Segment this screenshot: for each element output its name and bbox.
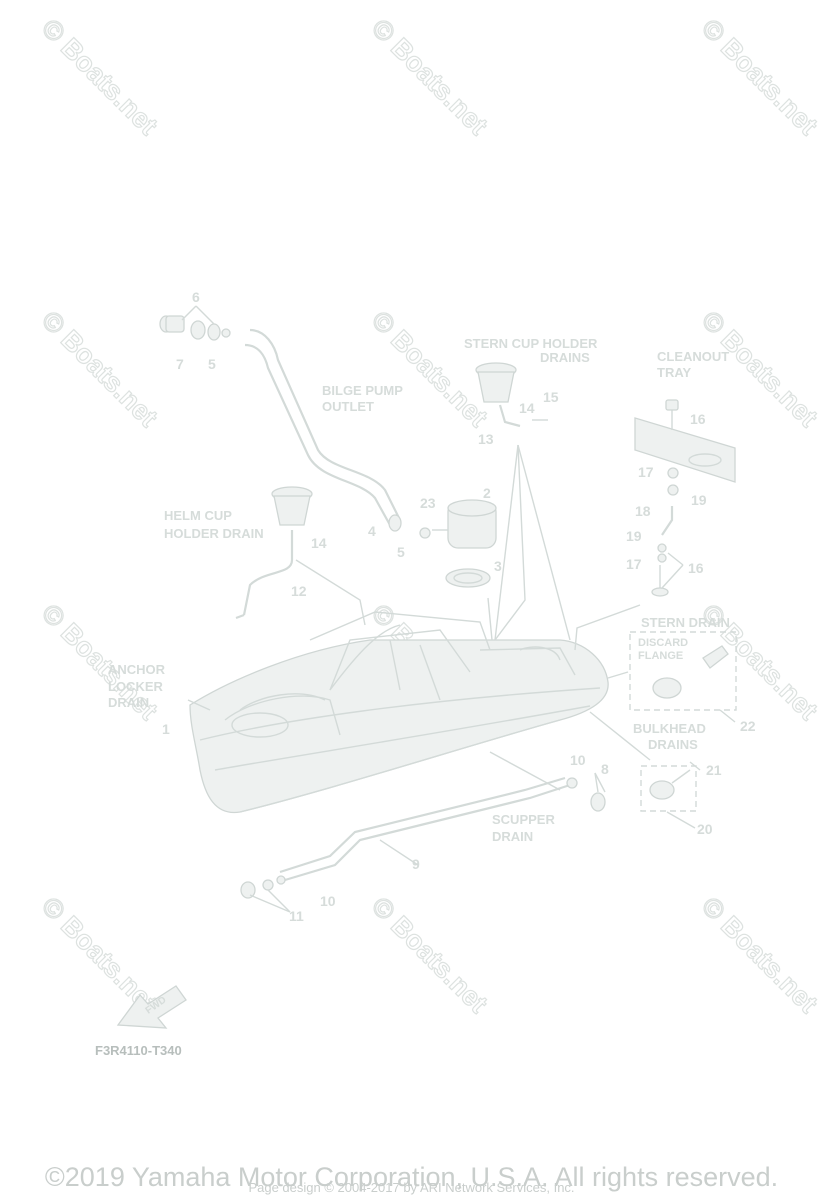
watermark: © Boats.net [366, 891, 494, 1019]
label-stern-cup-holder-drains: DRAINS [540, 350, 590, 365]
part-number: 3 [494, 558, 502, 574]
callout-ticks [249, 552, 736, 913]
stern-cup-holder [475, 362, 548, 428]
watermark: © Boats.net [696, 305, 823, 433]
part-number: 22 [740, 718, 756, 734]
part-number: 14 [311, 535, 327, 551]
boat-hull [189, 611, 609, 814]
helm-cup-holder [235, 486, 313, 620]
part-number: 17 [626, 556, 642, 572]
thru-hull-fitting [159, 305, 231, 341]
label-anchor-drain: DRAIN [108, 695, 149, 710]
part-number: 18 [635, 503, 651, 519]
label-anchor-locker: LOCKER [108, 679, 164, 694]
watermark: © Boats.net [366, 13, 494, 141]
part-number: 14 [519, 400, 535, 416]
part-number: 19 [691, 492, 707, 508]
label-scupper-drain: DRAIN [492, 829, 533, 844]
part-number: 6 [192, 289, 200, 305]
label-cleanout-tray: TRAY [657, 365, 692, 380]
watermark: © Boats.net [36, 305, 164, 433]
label-bulkhead-drains: DRAINS [648, 737, 698, 752]
label-bilge-pump: BILGE PUMP [322, 383, 403, 398]
label-stern-cup-holder: STERN CUP HOLDER [464, 336, 598, 351]
part-number: 17 [638, 464, 654, 480]
watermark: © Boats.net [696, 891, 823, 1019]
part-number: 8 [601, 761, 609, 777]
part-number: 11 [289, 908, 304, 924]
cleanout-tray [634, 399, 736, 597]
label-cleanout: CLEANOUT [657, 349, 729, 364]
watermark: © Boats.net [696, 13, 823, 141]
part-number: 12 [291, 583, 307, 599]
part-number: 1 [162, 721, 170, 737]
watermark: © Boats.net [366, 305, 494, 433]
part-number: 16 [690, 411, 706, 427]
part-number: 5 [208, 356, 216, 372]
bulkhead-drains [640, 765, 697, 812]
label-helm-cup: HELM CUP [164, 508, 232, 523]
scupper-drain [240, 776, 606, 899]
part-number: 4 [368, 523, 376, 539]
section-labels: STERN CUP HOLDER DRAINS CLEANOUT TRAY BI… [108, 336, 730, 844]
leader-lines [187, 444, 651, 791]
part-number: 2 [483, 485, 491, 501]
label-flange: FLANGE [638, 650, 683, 662]
part-number: 23 [420, 495, 436, 511]
bilge-hose [244, 328, 431, 539]
part-number: 10 [570, 752, 586, 768]
part-number: 16 [688, 560, 704, 576]
label-helm-cup-drain: HOLDER DRAIN [164, 526, 264, 541]
label-stern-drain: STERN DRAIN [641, 615, 730, 630]
part-number: 15 [543, 389, 559, 405]
part-number: 19 [626, 528, 642, 544]
part-number: 5 [397, 544, 405, 560]
part-number: 10 [320, 893, 336, 909]
watermarks: © Boats.net © Boats.net © Boats.net © Bo… [35, 12, 823, 1019]
copyright-text: ©2019 Yamaha Motor Corporation, U.S.A. A… [44, 1162, 779, 1192]
label-anchor: ANCHOR [108, 662, 166, 677]
diagram-code: F3R4110-T340 [95, 1043, 182, 1058]
label-discard: DISCARD [638, 637, 688, 649]
part-number: 7 [176, 356, 184, 372]
stern-drain [629, 631, 737, 711]
label-bilge-outlet: OUTLET [322, 399, 374, 414]
page-design-credit: Page design © 2004-2017 by ARI Network S… [248, 1180, 575, 1195]
label-bulkhead: BULKHEAD [633, 721, 706, 736]
part-number: 13 [478, 431, 494, 447]
label-scupper: SCUPPER [492, 812, 555, 827]
part-number: 20 [697, 821, 713, 837]
watermark: © Boats.net [36, 13, 164, 141]
bilge-pump [432, 499, 497, 588]
part-number: 21 [706, 762, 722, 778]
